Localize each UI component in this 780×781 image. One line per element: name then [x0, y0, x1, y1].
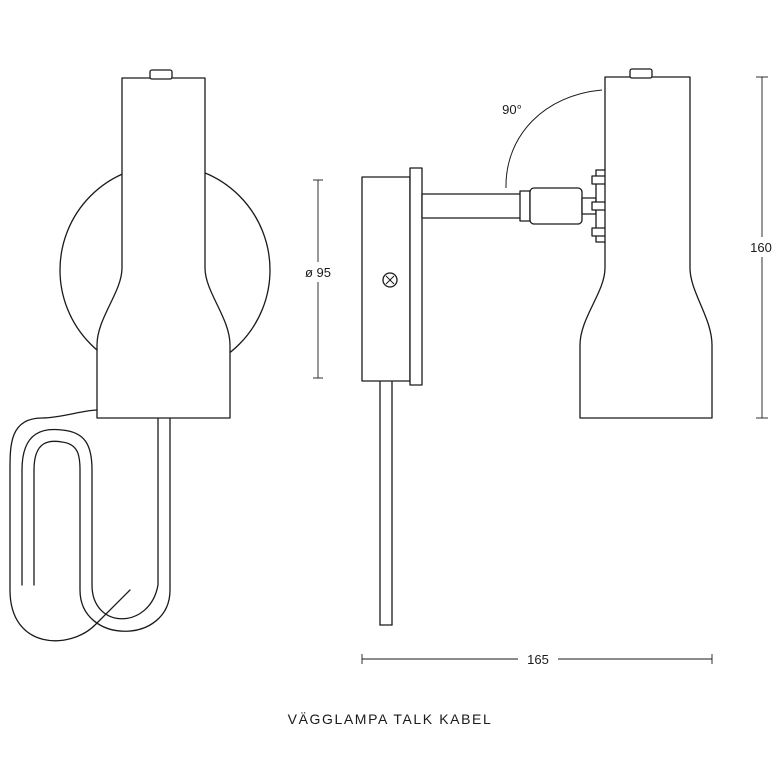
lamp-shade-front: [96, 77, 231, 419]
lamp-shade-side: [579, 76, 713, 419]
lamp-arm: [421, 193, 523, 219]
diameter-dimension: ø 95: [296, 179, 340, 379]
side-view: 90°: [361, 68, 713, 626]
height-dimension: 160: [745, 76, 779, 419]
height-label: 160: [750, 240, 772, 255]
cable-side: [379, 381, 393, 626]
swivel-joint: [529, 187, 583, 225]
arm-collar: [519, 190, 531, 222]
switch-knob-side: [629, 68, 653, 79]
switch-knob-front: [149, 69, 173, 80]
screw-icon: [382, 272, 398, 288]
depth-dimension: 165: [361, 649, 713, 669]
wall-mount-plate: [409, 167, 423, 386]
product-title: VÄGGLAMPA TALK KABEL: [288, 711, 493, 727]
depth-label: 165: [527, 652, 549, 667]
angle-label: 90°: [502, 102, 522, 117]
rotation-arc: [505, 89, 603, 189]
diameter-label: ø 95: [305, 265, 331, 280]
cable-loop: [9, 409, 171, 642]
front-view: [9, 69, 271, 642]
